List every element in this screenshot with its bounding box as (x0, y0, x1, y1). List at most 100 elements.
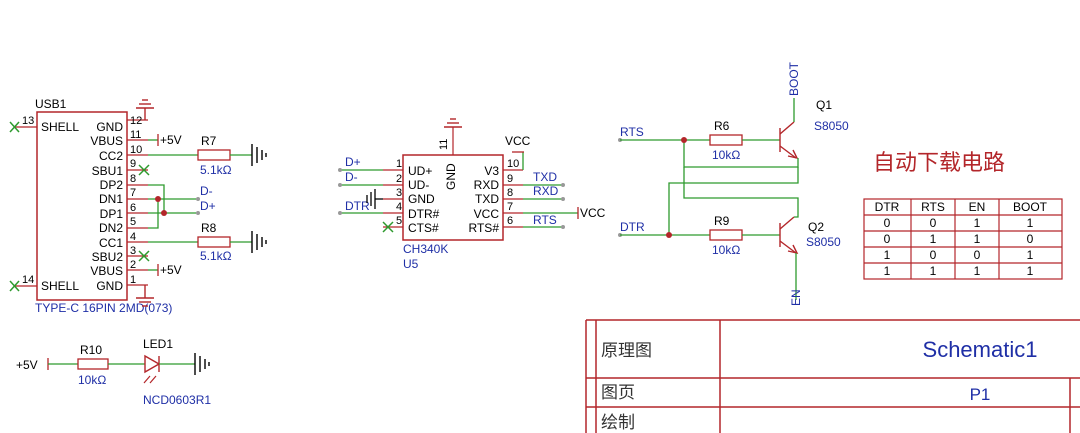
table-cell: 0 (884, 232, 891, 246)
ch340-pin-num: 9 (507, 173, 513, 185)
ch340-pin-name: GND (408, 192, 435, 206)
r10-value: 10kΩ (78, 373, 106, 387)
r9-ref: R9 (714, 214, 730, 228)
ch340-pin-num: 8 (507, 187, 513, 199)
net-dminus-label: D- (345, 170, 358, 184)
r7-ref: R7 (201, 134, 217, 148)
q1-part: S8050 (814, 119, 849, 133)
table-cell: 1 (930, 232, 937, 246)
net-5v-label: +5V (16, 358, 38, 372)
ch340-part: CH340K (403, 242, 448, 256)
net-dtr-label: DTR (345, 199, 370, 213)
net-vcc-label: VCC (580, 206, 606, 220)
led-circuit: +5V R10 10kΩ LED1 NCD0603R1 (16, 337, 211, 407)
net-dminus-label: D- (200, 184, 213, 198)
ground-icon (136, 99, 154, 120)
ch340-pin-name: TXD (475, 192, 499, 206)
table-cell: 0 (930, 248, 937, 262)
ch340k-chip: CH340K U5 11 GND 1 2 3 4 5 UD+ UD- GND D… (338, 118, 606, 271)
q2-part: S8050 (806, 235, 841, 249)
q2-ref: Q2 (808, 220, 824, 234)
ch340-pin-num: 10 (507, 158, 519, 170)
r7-resistor (197, 149, 231, 161)
ground-icon (366, 189, 383, 209)
q2-transistor-icon (779, 216, 799, 255)
title-block-label: 原理图 (601, 341, 652, 360)
table-cell: 1 (884, 264, 891, 278)
title-block-label: 图页 (601, 383, 635, 402)
usb-pin-name: SHELL (41, 120, 79, 134)
usb-pin-num: 8 (130, 173, 136, 185)
ground-icon (444, 118, 462, 128)
usb-pin-name: VBUS (90, 264, 123, 278)
table-header: DTR (875, 200, 900, 214)
junction-dot (681, 137, 687, 143)
net-dplus-label: D+ (200, 199, 216, 213)
usb-pin-name: VBUS (90, 134, 123, 148)
ground-icon (251, 144, 267, 166)
net-5v-label: +5V (160, 263, 182, 277)
ch340-pin-num: 1 (396, 158, 402, 170)
usb-pin-num: 6 (130, 202, 136, 214)
usb-pin-name: CC1 (99, 236, 123, 250)
usb-pin-num: 13 (22, 115, 34, 127)
no-connect-icon (382, 221, 394, 233)
junction-dot (161, 210, 167, 216)
junction-dot (155, 196, 161, 202)
usb-ref: USB1 (35, 97, 67, 111)
led-part: NCD0603R1 (143, 393, 211, 407)
net-vcc-label: VCC (505, 134, 531, 148)
ch340-pin-num: 2 (396, 173, 402, 185)
net-txd-label: TXD (533, 170, 557, 184)
table-cell: 1 (884, 248, 891, 262)
ground-icon (136, 285, 154, 307)
table-header: BOOT (1013, 200, 1048, 214)
no-connect-icon (138, 250, 150, 262)
table-cell: 0 (930, 216, 937, 230)
ch340-pin-name: UD- (408, 178, 429, 192)
r9-resistor (709, 229, 743, 241)
ch340-pin-name: RXD (474, 178, 500, 192)
ch340-pin-num: 3 (396, 187, 402, 199)
net-en-label: EN (789, 289, 803, 306)
usb-pin-num: 14 (22, 274, 34, 286)
junction-dot (666, 232, 672, 238)
table-cell: 1 (1027, 216, 1034, 230)
table-cell: 1 (930, 264, 937, 278)
no-connect-icon (9, 121, 20, 292)
usb-pin-num: 2 (130, 259, 136, 271)
ch340-pin-name: VCC (474, 207, 500, 221)
r8-ref: R8 (201, 221, 217, 235)
net-5v-label: +5V (160, 133, 182, 147)
table-cell: 1 (974, 232, 981, 246)
ch340-pin-name: DTR# (408, 207, 440, 221)
usb-body (36, 111, 128, 301)
ch340-pin-num: 11 (438, 139, 450, 150)
usb-pin-name: DP2 (100, 178, 124, 192)
usb-pin-num: 10 (130, 144, 142, 156)
usb-pin-name: SHELL (41, 279, 79, 293)
net-rxd-label: RXD (533, 184, 559, 198)
ch340-pin-name: GND (444, 163, 458, 190)
ground-icon (194, 353, 210, 375)
usb-pin-name: GND (96, 120, 123, 134)
ch340-pin-num: 5 (396, 215, 402, 227)
usb-pin-name: DN1 (99, 192, 123, 206)
q1-ref: Q1 (816, 98, 832, 112)
r6-ref: R6 (714, 119, 730, 133)
usb-pin-num: 7 (130, 187, 136, 199)
schematic-name: Schematic1 (923, 337, 1038, 362)
usb-connector: USB1 TYPE-C 16PIN 2MD(073) 13 14 SHELL S… (9, 97, 267, 315)
usb-pin-name: DP1 (100, 207, 124, 221)
ch340-pin-num: 7 (507, 201, 513, 213)
ch340-pin-name: UD+ (408, 164, 432, 178)
title-block-label: 绘制 (601, 413, 635, 432)
usb-pin-name: SBU2 (92, 250, 124, 264)
net-rts-label: RTS (533, 213, 557, 227)
table-cell: 1 (974, 216, 981, 230)
usb-pin-num: 5 (130, 216, 136, 228)
usb-pin-num: 12 (130, 115, 142, 127)
table-cell: 1 (1027, 248, 1034, 262)
r8-value: 5.1kΩ (200, 249, 232, 263)
